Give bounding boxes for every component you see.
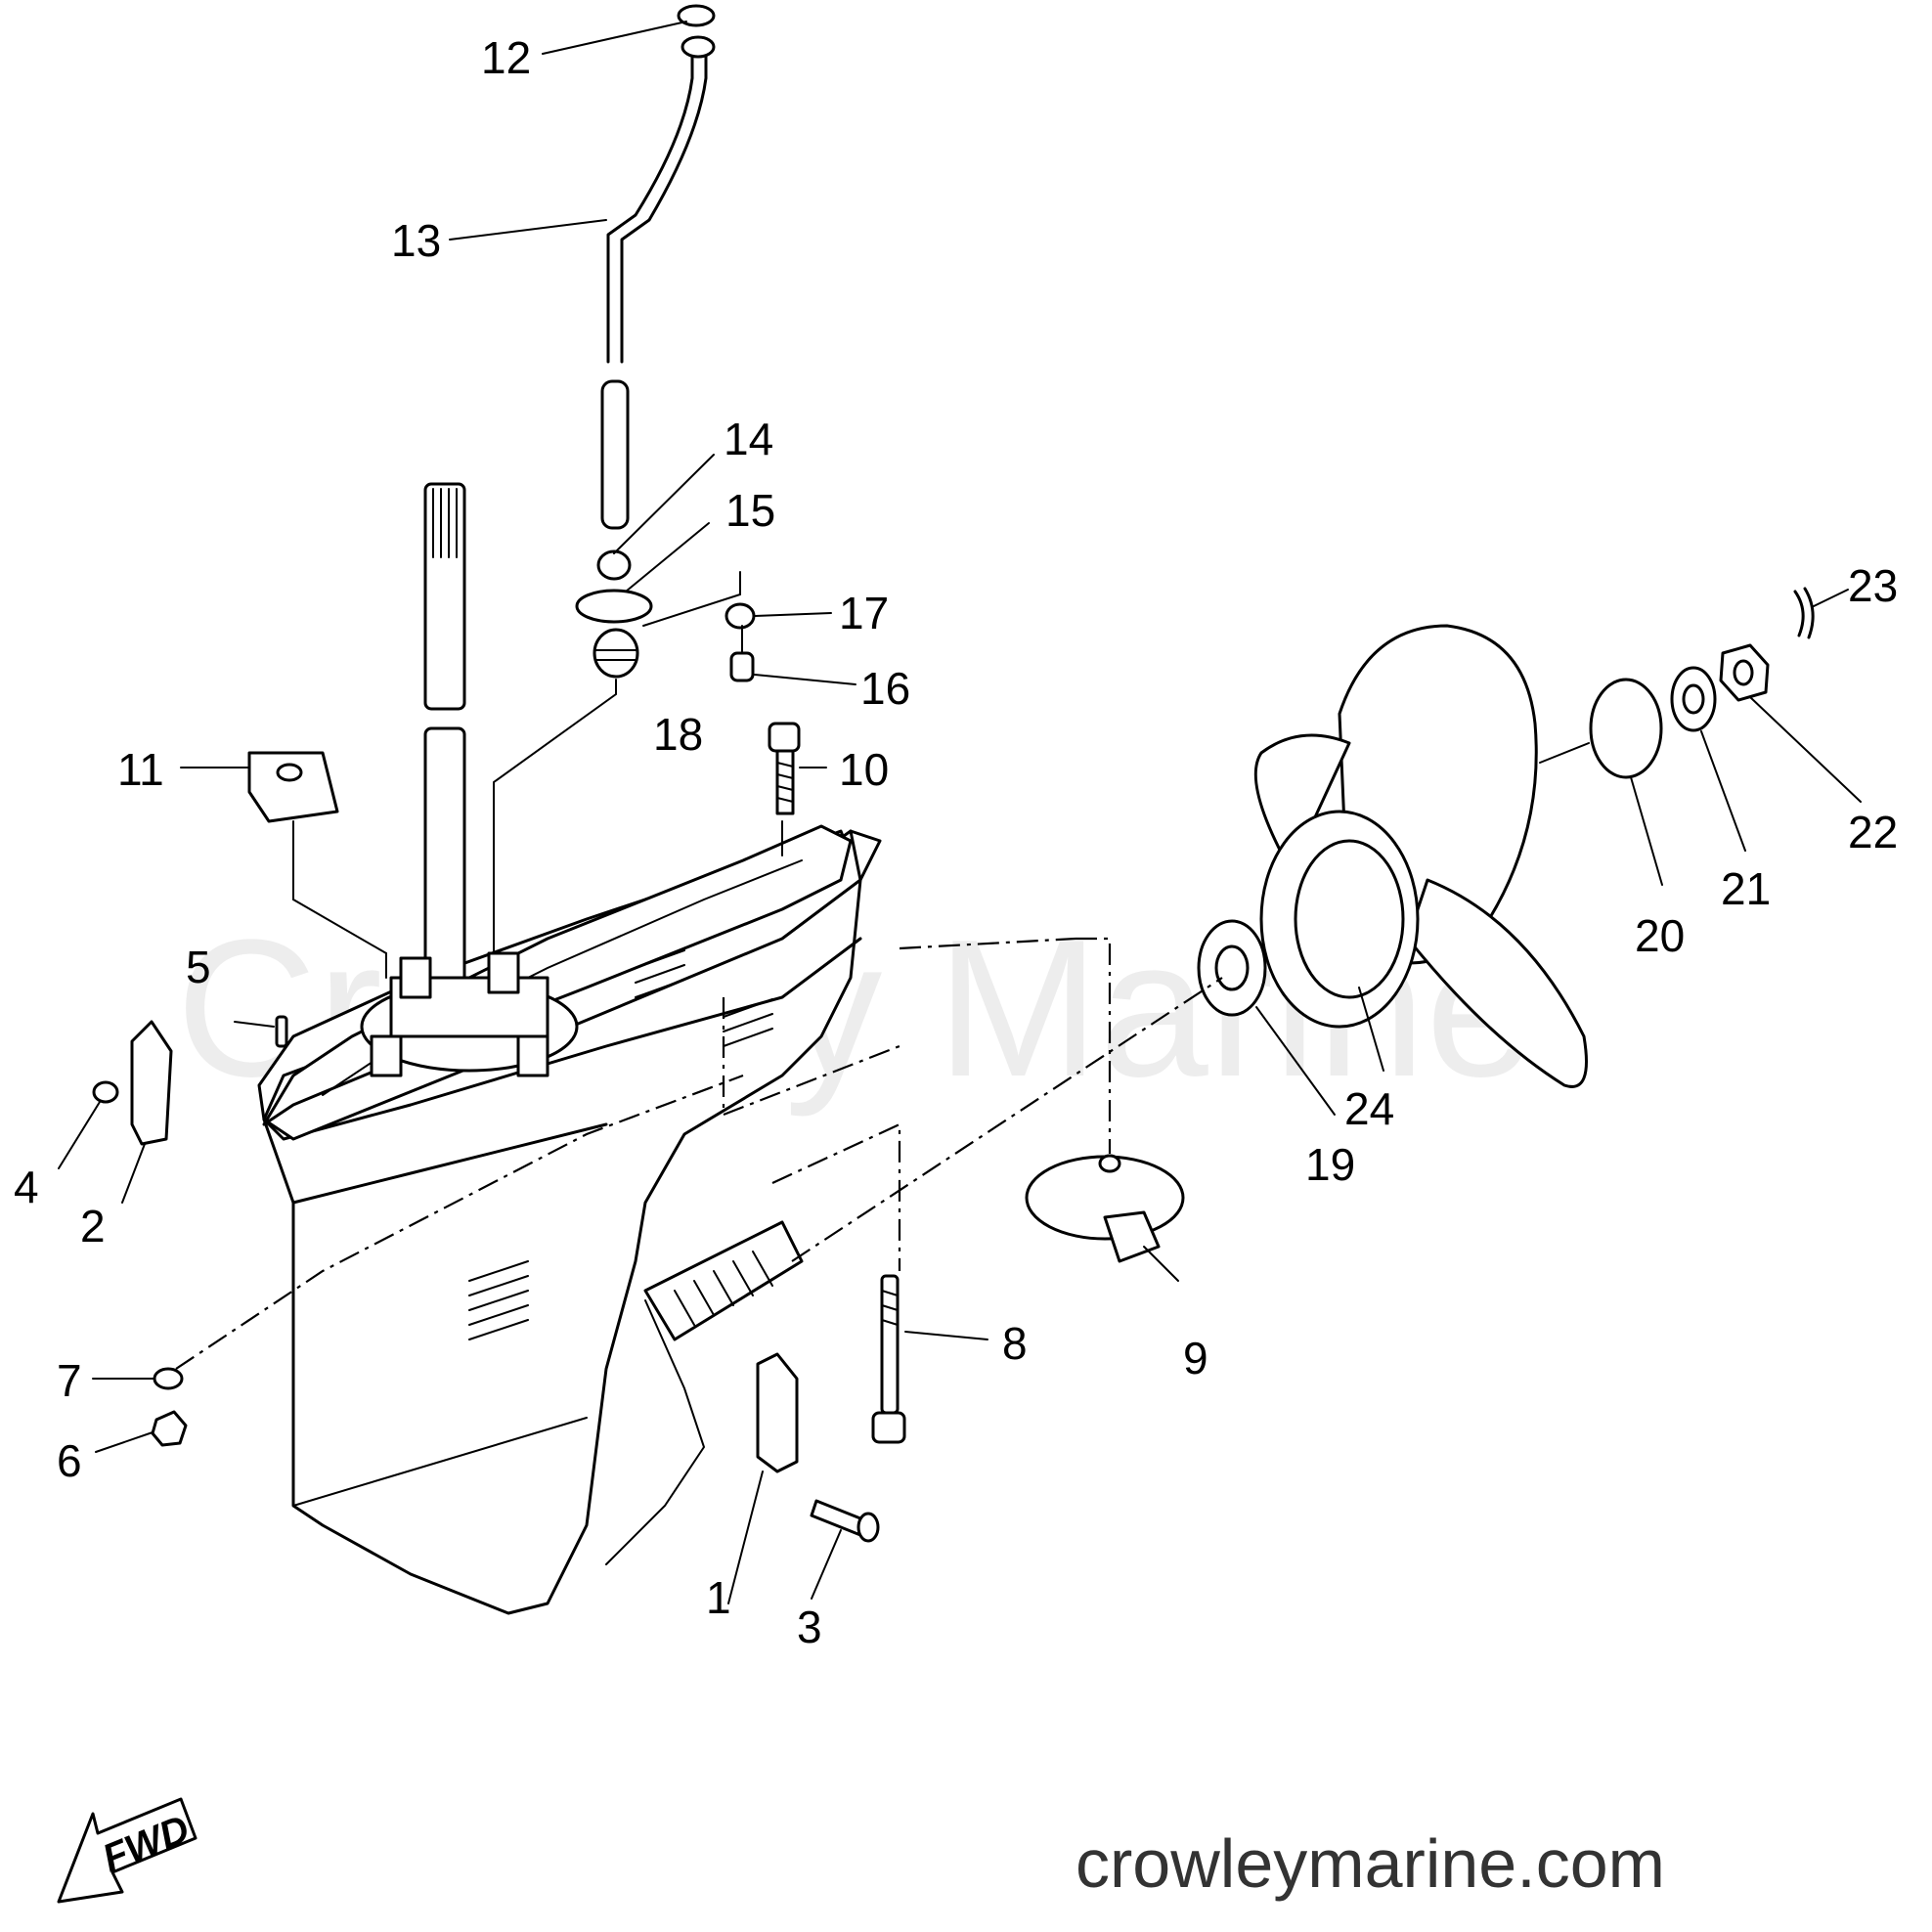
callout-23: 23	[1848, 560, 1898, 611]
callout-13: 13	[391, 215, 441, 266]
water-tube	[600, 52, 708, 530]
nut-6	[151, 1410, 188, 1447]
callout-24: 24	[1344, 1083, 1394, 1134]
callout-18: 18	[653, 709, 703, 760]
nut-22	[1719, 643, 1770, 702]
callout-20: 20	[1635, 910, 1685, 961]
anode-11	[247, 751, 339, 823]
anode-2	[130, 1020, 173, 1146]
vent-slots	[468, 949, 773, 1340]
fwd-arrow-icon: FWD	[57, 1797, 198, 1904]
bolt-4	[92, 1080, 119, 1104]
water-pump-assembly	[360, 951, 579, 1077]
thrust-washer-19	[1197, 919, 1267, 1017]
callout-5: 5	[186, 942, 211, 992]
screw-16	[729, 625, 755, 682]
callout-9: 9	[1183, 1333, 1208, 1383]
callout-2: 2	[80, 1201, 106, 1251]
washer-7	[153, 1367, 184, 1390]
callout-15: 15	[725, 485, 775, 536]
callout-12: 12	[481, 32, 531, 83]
washer-17	[724, 602, 756, 630]
callout-3: 3	[797, 1602, 822, 1652]
screw-3	[810, 1499, 880, 1543]
spacer-20	[1589, 678, 1663, 779]
grommet-12	[677, 4, 716, 59]
seal-18	[593, 628, 639, 679]
washer-21	[1670, 666, 1717, 732]
callout-21: 21	[1721, 863, 1771, 914]
trim-tab-9	[1025, 1154, 1185, 1263]
callout-7: 7	[57, 1355, 82, 1406]
bolt-8	[871, 1274, 906, 1444]
plate-15	[575, 589, 653, 624]
anode-1	[756, 1352, 799, 1473]
callout-8: 8	[1002, 1318, 1028, 1369]
cotter-pin-23	[1793, 587, 1815, 639]
drive-shaft	[423, 482, 466, 1004]
callout-19: 19	[1305, 1139, 1355, 1190]
callout-17: 17	[839, 588, 889, 638]
bolt-10	[768, 722, 801, 815]
callout-22: 22	[1848, 807, 1898, 857]
callout-11: 11	[117, 744, 164, 795]
callout-10: 10	[839, 744, 889, 795]
callout-6: 6	[57, 1435, 82, 1486]
callout-1: 1	[706, 1572, 731, 1623]
grommet-14	[596, 549, 632, 581]
callout-14: 14	[724, 414, 773, 464]
pin-5	[275, 1015, 288, 1048]
leader-lines	[58, 21, 1862, 1604]
website-label: crowleymarine.com	[1076, 1825, 1665, 1902]
callout-16: 16	[860, 663, 910, 714]
center-lines	[175, 937, 1223, 1370]
propeller-shaft	[643, 1220, 804, 1341]
callout-4: 4	[14, 1162, 39, 1212]
propeller	[1253, 624, 1588, 1088]
callouts: 1 2 3 4 5 6 7 8 9 10 11 12 13 14 15 16 1…	[14, 32, 1898, 1652]
